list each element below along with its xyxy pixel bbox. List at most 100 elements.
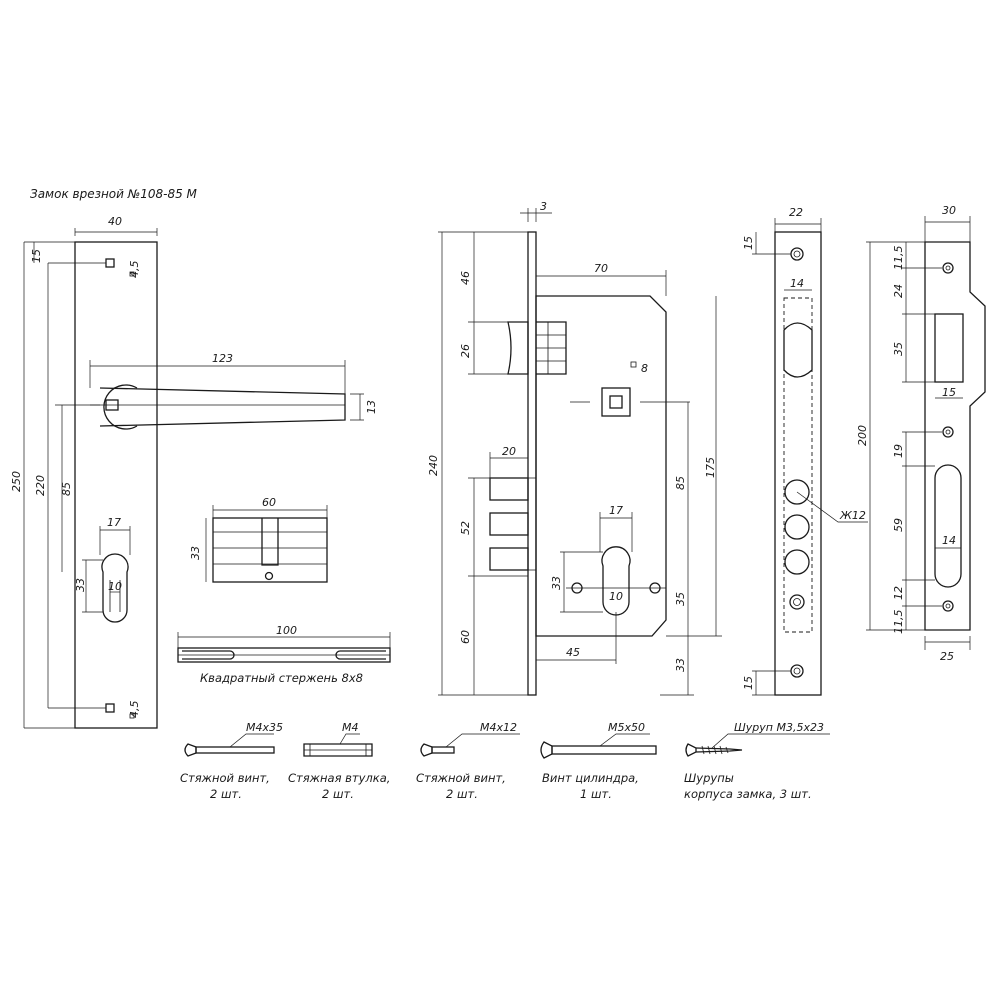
dim-line-front-top bbox=[752, 232, 791, 255]
lock-deadbolt-1 bbox=[489, 477, 529, 501]
wood-screw-spec: Шуруп M3,5x23 bbox=[734, 721, 824, 734]
dim-plate-width: 40 bbox=[108, 215, 122, 228]
dim-strike-slot-h: 59 bbox=[892, 518, 905, 532]
dim-cylinder-length: 60 bbox=[262, 496, 276, 509]
dim-line-strike-slot-h bbox=[902, 466, 935, 581]
dim-bolt-diameter: Ж12 bbox=[839, 509, 866, 522]
front-latch-opening bbox=[783, 322, 813, 378]
dim-strike-latch-w: 15 bbox=[942, 386, 956, 399]
strike-plate-view: 30 200 11,5 24 35 15 19 59 14 12 11,5 25 bbox=[856, 204, 986, 663]
leader-sleeve-m4 bbox=[339, 733, 360, 745]
dim-cyl-hole-pin: 10 bbox=[609, 590, 623, 603]
lock-faceplate bbox=[527, 231, 537, 696]
dim-front-slot: 14 bbox=[790, 277, 804, 290]
dim-spindle-to-cyl: 85 bbox=[674, 476, 687, 490]
leader-wood-screw bbox=[711, 733, 830, 749]
dim-lock-height: 240 bbox=[427, 455, 440, 476]
caption-sleeve-m4-qty: 2 шт. bbox=[322, 787, 354, 801]
dim-latch-top: 46 bbox=[459, 271, 472, 285]
dim-line-strike-latch-h bbox=[902, 314, 935, 383]
handle-plate-outline bbox=[74, 241, 158, 729]
handle-plate-view: 40 15 4,5 4,5 250 220 85 33 17 10 123 13 bbox=[10, 215, 378, 729]
front-screw-mid-inner bbox=[793, 598, 801, 606]
dim-line-front-width bbox=[774, 218, 822, 232]
square-rod-grooves bbox=[182, 650, 386, 660]
drawing-title: Замок врезной №108-85 M bbox=[30, 187, 198, 201]
dim-plate-height: 250 bbox=[10, 471, 23, 492]
sleeve-m4-spec: M4 bbox=[342, 721, 359, 734]
plate-cylinder-hole bbox=[101, 553, 129, 623]
dim-cyl-height: 33 bbox=[74, 578, 87, 592]
dim-line-lock-height bbox=[438, 231, 528, 696]
dim-line-cyl-height bbox=[82, 559, 103, 613]
strike-bolt-slot bbox=[934, 464, 962, 588]
dim-handle-to-cyl: 85 bbox=[60, 482, 73, 496]
dim-strike-height: 200 bbox=[856, 425, 869, 446]
dim-front-top: 15 bbox=[742, 236, 755, 250]
dim-cyl-width: 17 bbox=[107, 516, 121, 529]
front-body-outline-hidden bbox=[783, 297, 813, 633]
strike-screw-mid-inner bbox=[945, 429, 951, 435]
front-plate-outline bbox=[774, 231, 822, 696]
caption-screw-m4x35-qty: 2 шт. bbox=[210, 787, 242, 801]
lock-case bbox=[535, 295, 667, 637]
dim-cyl-to-bottom: 35 bbox=[674, 592, 687, 606]
screw-m4x12-spec: M4x12 bbox=[480, 721, 517, 734]
caption-cyl-screw-qty: 1 шт. bbox=[580, 787, 612, 801]
dim-line-strike-hole-off bbox=[902, 431, 942, 467]
wood-screw-shank bbox=[695, 747, 743, 753]
strike-screw-mid bbox=[942, 426, 954, 438]
dim-cyl-hole-h: 33 bbox=[550, 576, 563, 590]
handle-rosette bbox=[103, 384, 138, 430]
dim-rod-length: 100 bbox=[276, 624, 297, 637]
dim-front-bottom: 15 bbox=[742, 676, 755, 690]
cyl-screw-spec: M5x50 bbox=[608, 721, 645, 734]
dim-line-cyl-width bbox=[99, 526, 131, 555]
cylinder-screw-hole bbox=[264, 571, 274, 581]
dim-line-backset bbox=[536, 612, 617, 664]
dim-backset: 45 bbox=[566, 646, 580, 659]
dim-line-cyl-lower bbox=[660, 636, 694, 696]
dim-line-hole-spacing bbox=[47, 262, 106, 709]
dim-line-bolt-height bbox=[468, 477, 528, 577]
dim-line-strike-top bbox=[902, 242, 942, 269]
dim-body-width: 70 bbox=[594, 262, 608, 275]
wood-screw-head bbox=[685, 743, 697, 757]
dim-strike-base: 25 bbox=[940, 650, 954, 663]
dim-cyl-pin: 10 bbox=[108, 580, 122, 593]
dim-bottom-offset: 60 bbox=[459, 630, 472, 644]
cylinder-outline bbox=[212, 517, 328, 583]
screw-m4x12-head bbox=[420, 743, 433, 757]
lock-spindle-hub bbox=[601, 387, 631, 417]
front-bolt-hole-1 bbox=[784, 479, 810, 505]
hardware-row: M4x35 Стяжной винт, 2 шт. M4 Стяжная вту… bbox=[180, 721, 830, 801]
dim-bolt-height: 52 bbox=[459, 521, 472, 535]
handle-lever bbox=[99, 387, 346, 427]
leader-screw-m4x35 bbox=[229, 733, 274, 748]
lock-deadbolt-2 bbox=[489, 512, 529, 536]
caption-wood-screw: Шурупы bbox=[684, 771, 734, 785]
plate-screw-hole-top bbox=[105, 258, 115, 268]
dim-strike-top: 11,5 bbox=[892, 246, 905, 271]
dim-handle-thick: 13 bbox=[365, 400, 378, 414]
caption-screw-m4x12: Стяжной винт, bbox=[416, 771, 506, 785]
caption-wood-screw-qty: корпуса замка, 3 шт. bbox=[684, 787, 812, 801]
dim-line-strike-height bbox=[866, 241, 925, 631]
sleeve-m4-body bbox=[303, 743, 373, 757]
dim-line-cyl-hole-h bbox=[560, 551, 603, 613]
sleeve-m4-lines bbox=[304, 744, 372, 756]
dim-handle-length: 123 bbox=[212, 352, 233, 365]
dim-strike-latch-h: 35 bbox=[892, 342, 905, 356]
front-screw-bottom bbox=[790, 664, 804, 678]
plate-hole-marker-bottom bbox=[129, 713, 135, 719]
strike-screw-top bbox=[942, 262, 954, 274]
dim-latch-height: 26 bbox=[459, 344, 472, 358]
front-screw-top-inner bbox=[793, 250, 801, 258]
dim-cyl-lower: 33 bbox=[674, 658, 687, 672]
strike-screw-bottom-inner bbox=[945, 603, 951, 609]
dim-line-strike-latch-off bbox=[902, 268, 935, 315]
plate-screw-hole-bottom bbox=[105, 703, 115, 713]
plate-hole-marker-top bbox=[129, 271, 135, 277]
dim-strike-latch-off: 24 bbox=[892, 284, 905, 298]
screw-m4x35-shank bbox=[195, 746, 275, 754]
